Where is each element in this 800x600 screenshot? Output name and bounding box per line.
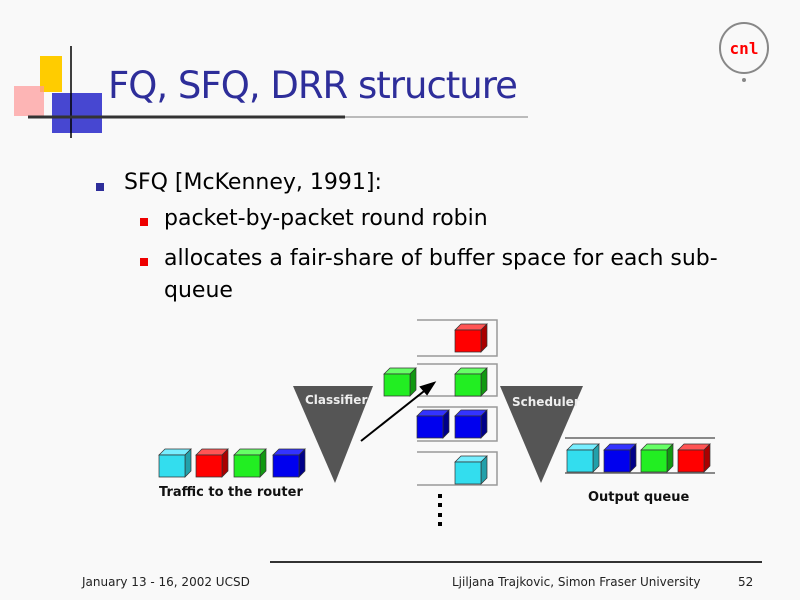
output-queue-lines <box>565 437 715 474</box>
packet-cyan <box>566 443 600 473</box>
packet-blue <box>603 443 637 473</box>
packet-cyan <box>454 455 488 485</box>
scheduler-triangle <box>500 386 583 483</box>
packet-red <box>454 323 488 353</box>
cnl-logo: cnl <box>719 22 769 82</box>
sub-bullet-icon <box>140 258 148 266</box>
packet-green <box>383 367 417 397</box>
traffic-label: Traffic to the router <box>159 485 303 500</box>
packet-blue <box>454 409 488 439</box>
bullet-icon <box>96 183 104 191</box>
output-queue-label: Output queue <box>588 490 690 505</box>
classifier-label: Classifier <box>305 393 368 407</box>
packet-red <box>677 443 711 473</box>
sub-bullet-2-cont: queue <box>164 278 233 303</box>
footer-date: January 13 - 16, 2002 UCSD <box>82 575 250 589</box>
bullet-main: SFQ [McKenney, 1991]: <box>124 170 382 195</box>
footer-author: Ljiljana Trajkovic, Simon Fraser Univers… <box>452 575 701 589</box>
classifier-triangle <box>293 386 373 483</box>
sub-bullet-1: packet-by-packet round robin <box>164 206 488 231</box>
packets <box>158 323 711 485</box>
arrow <box>360 381 437 442</box>
scheduler-label: Scheduler <box>512 395 580 409</box>
queue-slots <box>417 319 498 486</box>
svg-text:cnl: cnl <box>730 39 759 58</box>
packet-blue <box>416 409 450 439</box>
packet-green <box>233 448 267 478</box>
packet-red <box>195 448 229 478</box>
packet-green <box>640 443 674 473</box>
ellipsis-dots <box>438 494 442 526</box>
sub-bullet-2: allocates a fair-share of buffer space f… <box>164 246 718 271</box>
page-title: FQ, SFQ, DRR structure <box>108 64 518 107</box>
packet-green <box>454 367 488 397</box>
title-decoration <box>14 46 528 138</box>
packet-blue <box>272 448 306 478</box>
page-number: 52 <box>738 575 754 589</box>
sub-bullet-icon <box>140 218 148 226</box>
packet-cyan <box>158 448 192 478</box>
